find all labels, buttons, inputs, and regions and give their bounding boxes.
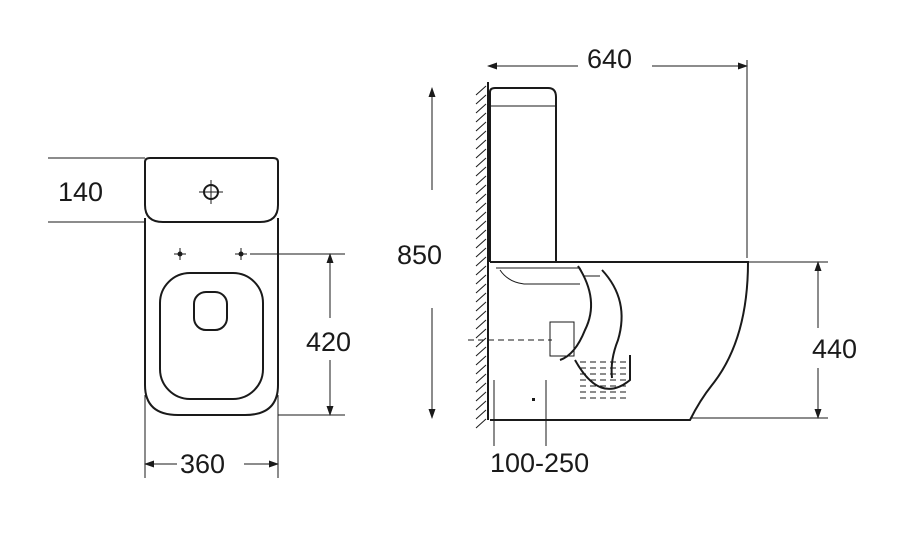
wall-hatch-stroke xyxy=(475,355,487,366)
wall-hatch-stroke xyxy=(475,310,487,321)
wall-hatch-stroke xyxy=(475,112,487,123)
water-seal-hatch xyxy=(580,361,628,399)
flush-button-icon xyxy=(199,180,223,204)
fixing-point-right-icon xyxy=(235,248,247,260)
wall-hatch xyxy=(475,85,487,429)
wall-hatch-stroke xyxy=(475,220,487,231)
wall-hatch-stroke xyxy=(475,94,487,105)
wall-hatch-stroke xyxy=(475,328,487,339)
trap-outline xyxy=(559,265,623,379)
seat-opening xyxy=(193,291,228,331)
wall-hatch-stroke xyxy=(475,193,487,204)
wall-hatch-stroke xyxy=(475,211,487,222)
wall-hatch-stroke xyxy=(475,166,487,177)
wall-hatch-stroke xyxy=(475,130,487,141)
outlet-distance-label: 100-250 xyxy=(490,448,589,478)
wall-hatch-stroke xyxy=(475,85,487,96)
wall-hatch-stroke xyxy=(475,265,487,276)
seat-outline xyxy=(159,272,264,400)
tank-outline-side xyxy=(489,87,557,262)
top-view: 140 420 360 xyxy=(48,157,351,479)
wall-hatch-stroke xyxy=(475,418,487,429)
wall-hatch-stroke xyxy=(475,229,487,240)
wall-hatch-stroke xyxy=(475,301,487,312)
wall-hatch-stroke xyxy=(475,373,487,384)
wall-hatch-stroke xyxy=(475,121,487,132)
wall-hatch-stroke xyxy=(475,337,487,348)
height-label: 850 xyxy=(397,240,442,270)
wall-hatch-stroke xyxy=(475,391,487,402)
wall-hatch-stroke xyxy=(475,103,487,114)
wall-hatch-stroke xyxy=(475,292,487,303)
wall-hatch-stroke xyxy=(475,409,487,420)
bowl-outline-top xyxy=(144,218,279,416)
wall-hatch-stroke xyxy=(475,400,487,411)
wall-hatch-stroke xyxy=(475,382,487,393)
wall-hatch-stroke xyxy=(475,346,487,357)
wall-hatch-stroke xyxy=(475,202,487,213)
wall-hatch-stroke xyxy=(475,283,487,294)
tank-outline-top xyxy=(144,157,279,223)
wall-hatch-stroke xyxy=(475,148,487,159)
fixing-point-left-icon xyxy=(174,248,186,260)
wall-hatch-stroke xyxy=(475,238,487,249)
wall-hatch-stroke xyxy=(475,157,487,168)
wall-hatch-stroke xyxy=(475,256,487,267)
tank-depth-label: 140 xyxy=(58,177,103,207)
wall-hatch-stroke xyxy=(475,184,487,195)
wall-hatch-stroke xyxy=(475,274,487,285)
wall-hatch-stroke xyxy=(475,139,487,150)
wall-hatch-stroke xyxy=(475,175,487,186)
wall-hatch-stroke xyxy=(475,364,487,375)
outlet-height-label: 420 xyxy=(306,327,351,357)
width-label: 360 xyxy=(180,449,225,479)
bowl-outline-side xyxy=(490,261,750,421)
length-label: 640 xyxy=(587,44,632,74)
seat-height-label: 440 xyxy=(812,334,857,364)
side-view: 640 850 440 100-250 xyxy=(397,44,857,478)
wall-hatch-stroke xyxy=(475,247,487,258)
wall-hatch-stroke xyxy=(475,319,487,330)
